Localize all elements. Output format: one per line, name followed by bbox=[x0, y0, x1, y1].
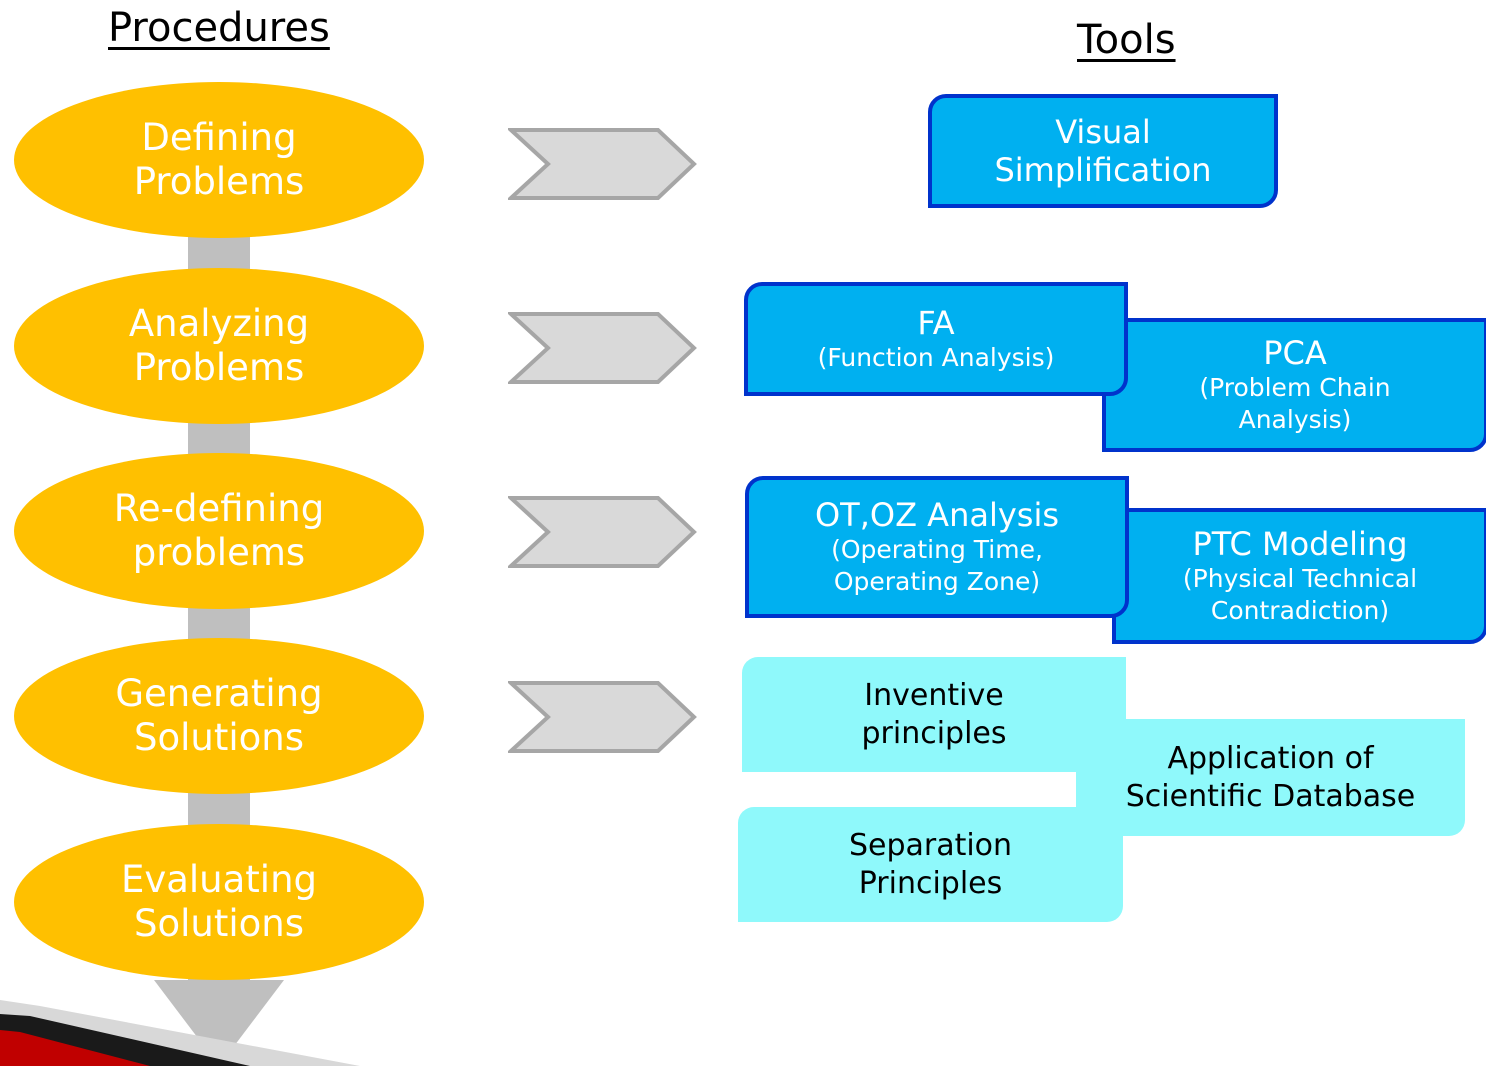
chevron-arrow-icon bbox=[508, 496, 697, 568]
tool-visual-simplification: Visual Simplification bbox=[928, 94, 1278, 208]
tool-fa: FA (Function Analysis) bbox=[744, 282, 1128, 396]
tool-subtitle: (Physical Technical Contradiction) bbox=[1182, 564, 1418, 625]
chevron-arrow-icon bbox=[508, 312, 697, 384]
procedures-heading: Procedures bbox=[108, 5, 330, 51]
tool-ot-oz-analysis: OT,OZ Analysis (Operating Time, Operatin… bbox=[745, 476, 1129, 618]
tool-title: PTC Modeling bbox=[1192, 525, 1408, 563]
procedure-label: Defining Problems bbox=[133, 116, 305, 203]
down-arrow-icon bbox=[154, 980, 284, 1066]
tool-subtitle: (Function Analysis) bbox=[817, 343, 1055, 372]
procedure-label: Analyzing Problems bbox=[128, 302, 310, 389]
chevron-arrow-icon bbox=[508, 128, 697, 200]
procedure-redefining-problems: Re-defining problems bbox=[14, 453, 424, 609]
procedure-generating-solutions: Generating Solutions bbox=[14, 638, 424, 794]
tool-title: OT,OZ Analysis bbox=[814, 496, 1060, 534]
tool-ptc-modeling: PTC Modeling (Physical Technical Contrad… bbox=[1112, 508, 1486, 644]
decorative-ribbon bbox=[0, 1000, 360, 1066]
tool-title: PCA bbox=[1263, 334, 1327, 372]
procedure-label: Generating Solutions bbox=[115, 672, 323, 759]
tool-scientific-database: Application of Scientific Database bbox=[1076, 719, 1465, 836]
tool-pca: PCA (Problem Chain Analysis) bbox=[1102, 318, 1486, 452]
tool-title: FA bbox=[917, 304, 955, 342]
procedure-defining-problems: Defining Problems bbox=[14, 82, 424, 238]
procedure-label: Evaluating Solutions bbox=[120, 858, 318, 945]
tool-separation-principles: Separation Principles bbox=[738, 807, 1123, 922]
procedure-evaluating-solutions: Evaluating Solutions bbox=[14, 824, 424, 980]
tools-heading: Tools bbox=[1077, 17, 1176, 63]
tool-subtitle: (Operating Time, Operating Zone) bbox=[831, 535, 1043, 596]
tool-inventive-principles: Inventive principles bbox=[742, 657, 1126, 772]
tool-subtitle: (Problem Chain Analysis) bbox=[1199, 373, 1391, 434]
procedure-label: Re-defining problems bbox=[113, 487, 325, 574]
tool-title: Visual Simplification bbox=[994, 113, 1212, 189]
procedure-analyzing-problems: Analyzing Problems bbox=[14, 268, 424, 424]
chevron-arrow-icon bbox=[508, 681, 697, 753]
